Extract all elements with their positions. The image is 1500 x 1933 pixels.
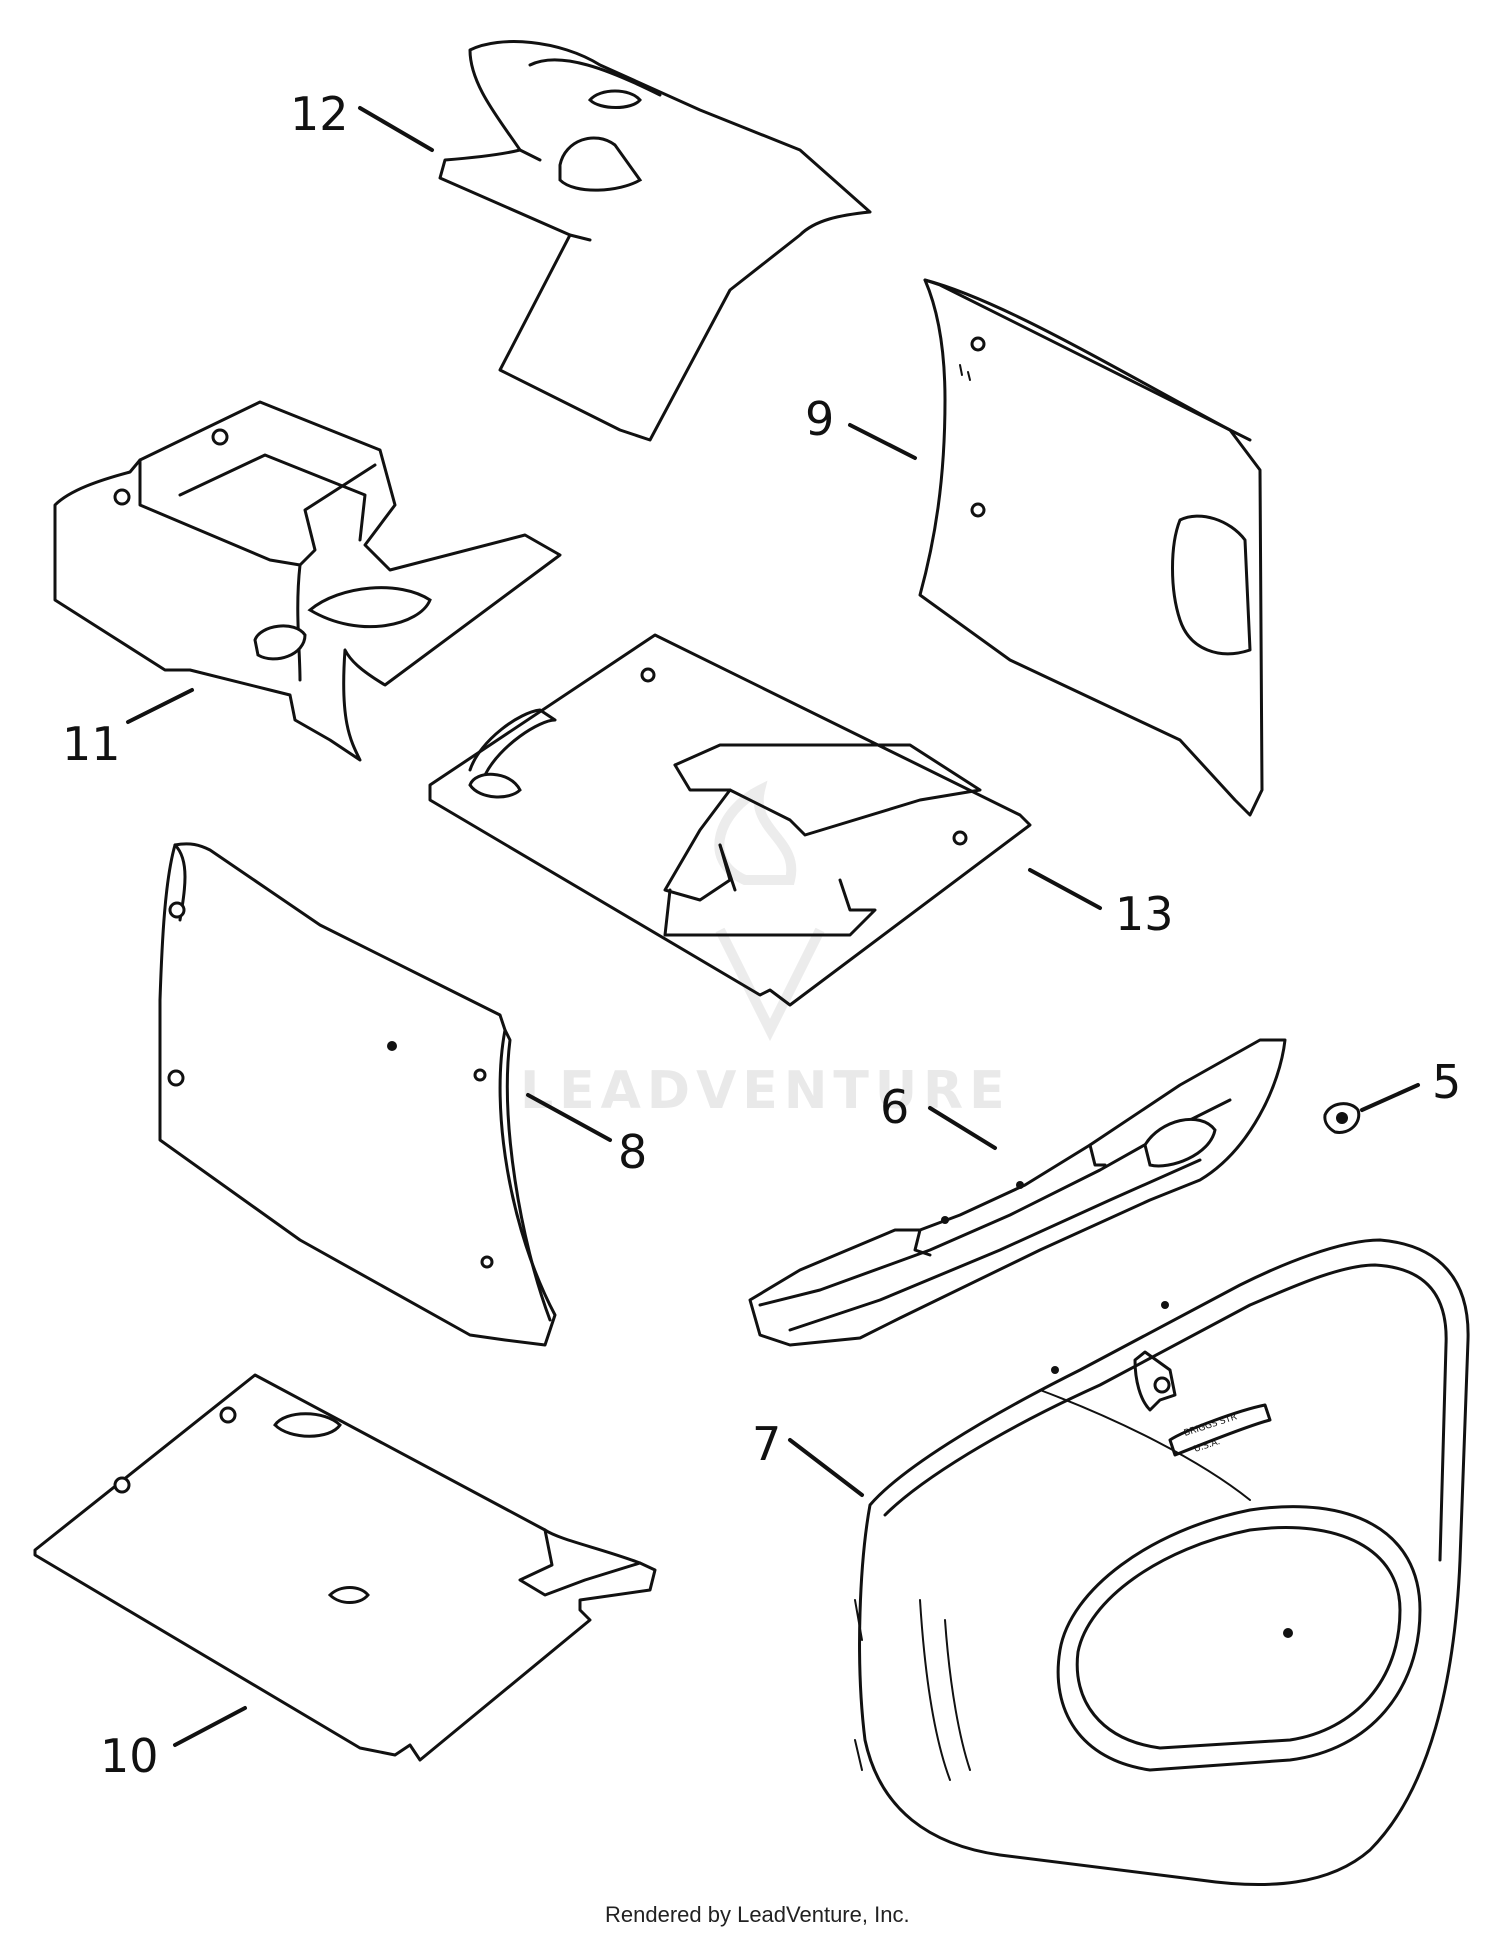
leader-lines bbox=[126, 106, 1420, 1747]
part-10-floor-plate bbox=[33, 1373, 657, 1762]
callout-9: 9 bbox=[805, 392, 834, 446]
part-5-nut bbox=[1323, 1102, 1361, 1134]
part-12-shroud bbox=[438, 40, 872, 442]
callout-labels: 12 9 11 13 8 6 5 7 10 bbox=[62, 87, 1461, 1783]
callout-12: 12 bbox=[290, 87, 349, 141]
watermark-logo-icon bbox=[714, 780, 825, 1042]
callout-5: 5 bbox=[1432, 1055, 1461, 1109]
part-9-side-plate bbox=[918, 278, 1264, 817]
callout-10: 10 bbox=[100, 1729, 159, 1783]
footer-credit: Rendered by LeadVenture, Inc. bbox=[605, 1902, 910, 1927]
badge-text-line2: U.S.A. bbox=[1193, 1437, 1222, 1455]
part-8-curved-plate bbox=[158, 842, 557, 1347]
part-7-blower-housing: BRIGGS STR U.S.A. bbox=[854, 1238, 1470, 1887]
callout-8: 8 bbox=[618, 1125, 647, 1179]
watermark-text: LEADVENTURE bbox=[520, 1061, 1011, 1121]
part-6-rail-bracket bbox=[748, 1038, 1287, 1347]
part-13-base-plate bbox=[428, 633, 1032, 1007]
watermark: LEADVENTURE bbox=[520, 780, 1011, 1121]
callout-7: 7 bbox=[752, 1417, 781, 1471]
callout-13: 13 bbox=[1115, 887, 1174, 941]
callout-6: 6 bbox=[880, 1080, 909, 1134]
part-11-baffle bbox=[53, 400, 562, 762]
callout-11: 11 bbox=[62, 717, 121, 771]
